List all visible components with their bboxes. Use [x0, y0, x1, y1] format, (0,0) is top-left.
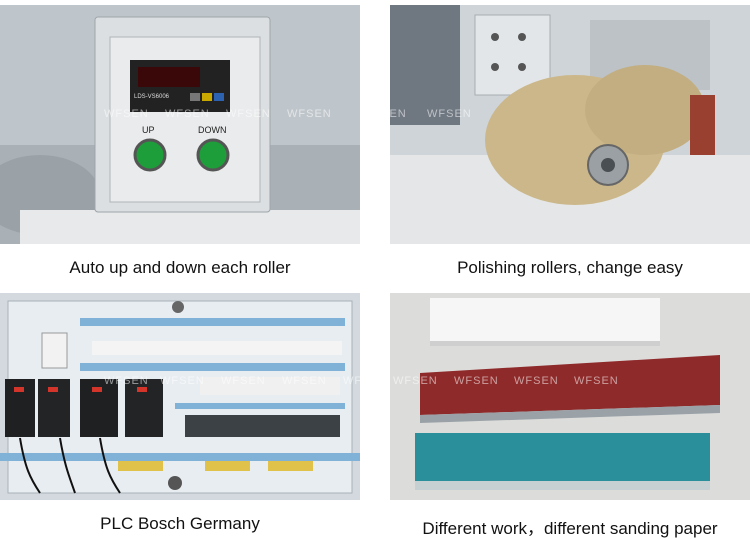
watermark: WFSEN [165, 108, 210, 120]
control-box-photo: LDS-VS6006 UP DOWN WFSEN WFSEN WFSEN WFS… [0, 5, 360, 244]
electrical-cabinet-illustration [0, 293, 360, 500]
watermark: WFSEN [427, 108, 472, 120]
sanding-papers-photo: WFSEN WFSEN WFSEN WFSEN [390, 293, 750, 500]
caption-auto-up-down: Auto up and down each roller [69, 258, 291, 277]
down-label: DOWN [198, 125, 227, 135]
watermark: WFSEN [282, 375, 327, 387]
electrical-cabinet-photo: WFSEN WFSEN WFSEN WFSEN WFSEN [0, 293, 360, 500]
up-label: UP [142, 125, 155, 135]
sanding-papers-illustration [390, 293, 750, 500]
watermark: WFSEN [104, 108, 149, 120]
device-label: LDS-VS6006 [134, 94, 170, 100]
watermark: WFSEN [393, 375, 438, 387]
watermark: WFSEN [390, 108, 407, 120]
polishing-rollers-photo: WFSEN WFSEN [390, 5, 750, 244]
caption-polishing-rollers: Polishing rollers, change easy [457, 258, 683, 277]
watermark: WFSEN [104, 375, 149, 387]
watermark: WFSEN [574, 375, 619, 387]
watermark: WFSEN [343, 375, 360, 387]
watermark: WFSEN [287, 108, 332, 120]
polishing-rollers-illustration [390, 5, 750, 244]
watermark: WFSEN [514, 375, 559, 387]
watermark: WFSEN [454, 375, 499, 387]
watermark: WFSEN [226, 108, 271, 120]
watermark: WFSEN [160, 375, 205, 387]
caption-sanding-paper: Different work，different sanding paper [422, 519, 718, 538]
display-readout [138, 67, 200, 87]
control-box-illustration [0, 5, 360, 244]
caption-plc-bosch: PLC Bosch Germany [100, 514, 260, 533]
watermark: WFSEN [221, 375, 266, 387]
